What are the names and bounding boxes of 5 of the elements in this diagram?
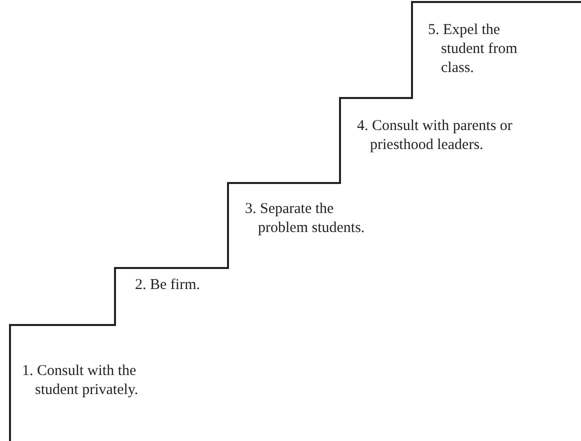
step-label: 5. Expel the student from class. bbox=[428, 21, 518, 78]
step-label: 3. Separate the problem students. bbox=[245, 200, 366, 238]
step-label: 4. Consult with parents or priesthood leaders. bbox=[357, 117, 514, 155]
step-label: 2. Be firm. bbox=[135, 276, 201, 295]
step-label: 1. Consult with the student privately. bbox=[22, 362, 140, 400]
